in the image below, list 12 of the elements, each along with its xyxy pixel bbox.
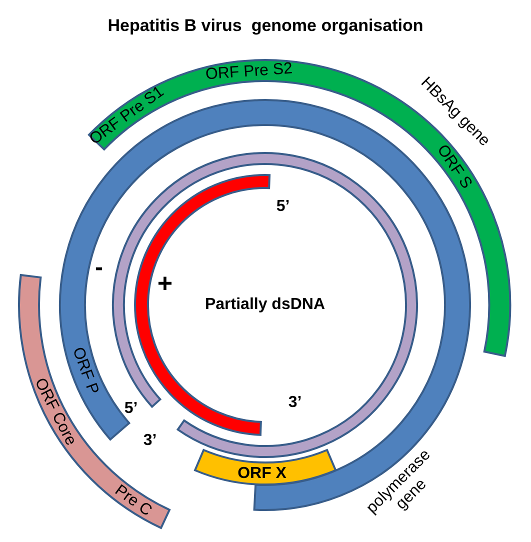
orf-label: ORF Pre S2 bbox=[204, 60, 293, 84]
orf-label: Pre C bbox=[111, 482, 155, 520]
strand-label: Partially dsDNA bbox=[204, 297, 326, 313]
strand-sign: + bbox=[157, 270, 173, 296]
orf-label: ORF X bbox=[238, 465, 286, 483]
strand-label: 5’ bbox=[276, 199, 290, 215]
strand-label: 5’ bbox=[124, 401, 138, 417]
strand-sign: - bbox=[95, 256, 103, 280]
orf-label: ORF Pre S1 bbox=[87, 82, 168, 148]
diagram-title: Hepatitis B virus genome organisation bbox=[106, 16, 424, 36]
strand-label: 3’ bbox=[288, 395, 302, 411]
strand-label: 3’ bbox=[143, 433, 157, 449]
